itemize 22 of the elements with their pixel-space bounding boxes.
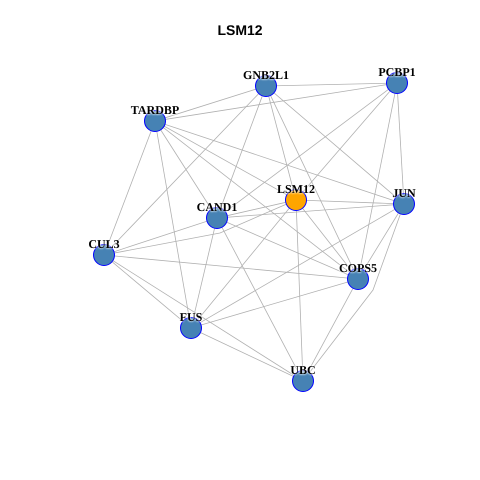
node-label: PCBP1 — [378, 65, 416, 79]
edge-line — [165, 88, 256, 118]
node-label: GNB2L1 — [243, 68, 289, 82]
edge-line — [165, 124, 394, 201]
edge-line — [276, 82, 386, 86]
edge-line — [200, 209, 395, 323]
edge-line — [226, 222, 348, 276]
node-label: COPS5 — [339, 261, 377, 275]
node-label: LSM12 — [277, 182, 315, 196]
edge-line — [114, 204, 286, 254]
node-label: CUL3 — [88, 237, 120, 251]
edge-line — [227, 202, 286, 216]
edge-line — [306, 200, 394, 204]
chart-title: LSM12 — [217, 21, 263, 40]
node-label: CAND1 — [196, 200, 238, 214]
edge-line — [114, 256, 348, 278]
edge-line — [165, 84, 387, 120]
edge-line — [200, 332, 294, 377]
node-label: TARDBP — [130, 103, 180, 117]
edge-line — [114, 221, 207, 252]
edge-line — [228, 204, 394, 218]
edge-line — [201, 282, 348, 326]
